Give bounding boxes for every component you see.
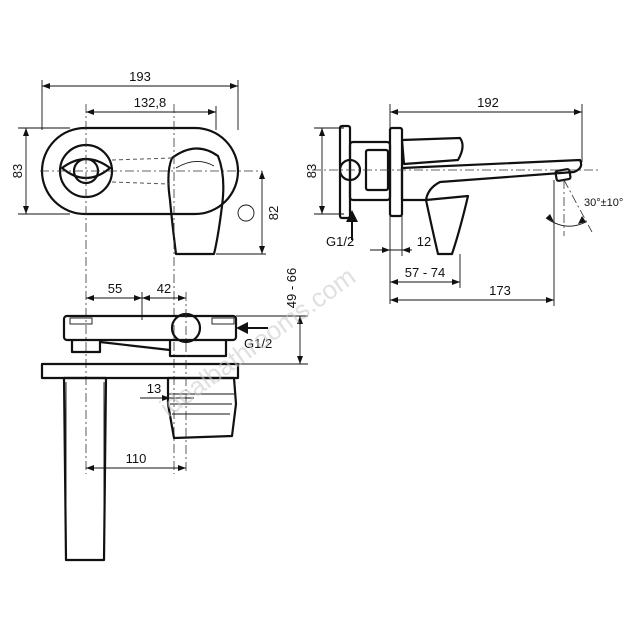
- top-cartridge: [166, 376, 238, 440]
- angle-arc: [545, 217, 587, 227]
- top-body-slot-left: [69, 317, 93, 325]
- g12-side-arrowhead: [346, 210, 358, 222]
- dim-110-label: 110: [126, 451, 147, 466]
- top-cartridge-band: [168, 393, 234, 415]
- side-wall-plate: [338, 124, 352, 220]
- dim-110-arrow-left: [86, 465, 94, 471]
- top-view: 55 42 49 - 66 G1/2 13 110: [40, 268, 308, 562]
- dim-12-label: 12: [417, 234, 431, 249]
- dim-42-arrow-left: [142, 295, 150, 301]
- side-spout: [400, 158, 583, 202]
- dim-4966-arrow-top: [297, 316, 303, 324]
- dim-13-arrow: [162, 395, 170, 401]
- top-wall-plate: [40, 362, 240, 380]
- angle-label: 30°±10°: [584, 197, 623, 209]
- dim-193-arrow-left: [42, 83, 50, 89]
- lever-ring-flange: [60, 157, 112, 180]
- dim-12-arrow-left: [382, 247, 390, 253]
- dim-42-arrow-right: [178, 295, 186, 301]
- top-body-box: [62, 314, 238, 342]
- dim-83-front-arrow-top: [23, 128, 29, 136]
- dim-1328-arrow-left: [86, 109, 94, 115]
- front-hidden-connector: [111, 157, 173, 185]
- side-view: 192 83 G1/2 12 57 - 74 173: [304, 95, 623, 306]
- dim-5774-arrow-left: [390, 279, 398, 285]
- dim-5774-label: 57 - 74: [405, 265, 445, 280]
- dim-13-label: 13: [147, 381, 161, 396]
- front-spout-body: [167, 147, 225, 256]
- dim-83-side-arrow-bottom: [319, 206, 325, 214]
- dim-4966-label: 49 - 66: [284, 268, 299, 308]
- top-stem-neck: [99, 340, 171, 352]
- angle-flow-line: [563, 179, 593, 233]
- dim-83-front-label: 83: [10, 164, 25, 178]
- front-view: 193 132,8 83 82: [10, 69, 281, 474]
- dim-193-arrow-right: [230, 83, 238, 89]
- dim-83-front-arrow-bottom: [23, 206, 29, 214]
- dim-55-label: 55: [108, 281, 122, 296]
- dim-4966-arrow-bottom: [297, 356, 303, 364]
- dim-42-label: 42: [157, 281, 171, 296]
- dim-192-arrow-left: [390, 109, 398, 115]
- dim-82-label: 82: [266, 206, 281, 220]
- dim-1328-arrow-right: [208, 109, 216, 115]
- g12-top-arrowhead: [236, 322, 248, 334]
- top-body-slot-right: [211, 317, 235, 325]
- top-stem-right: [168, 340, 228, 358]
- g12-side-label: G1/2: [326, 234, 354, 249]
- angle-arrow-right: [578, 216, 586, 224]
- dim-55-arrow-left: [86, 295, 94, 301]
- top-stem-left: [70, 340, 102, 354]
- dim-12-arrow-right: [402, 247, 410, 253]
- side-front-plate: [388, 126, 404, 218]
- front-spout-inner: [175, 161, 215, 169]
- side-handle-down: [424, 194, 470, 256]
- angle-arrow-left: [546, 214, 554, 222]
- side-aerator: [554, 168, 572, 182]
- dim-110-arrow-right: [178, 465, 186, 471]
- dim-82-arrow-top: [259, 171, 265, 179]
- dim-173-arrow-right: [546, 297, 554, 303]
- dim-192-arrow-right: [574, 109, 582, 115]
- dim-1328-label: 132,8: [134, 95, 167, 110]
- dim-173-label: 173: [489, 283, 511, 298]
- dim-173-arrow-left: [390, 297, 398, 303]
- dim-83-side-label: 83: [304, 164, 319, 178]
- dim-55-arrow-right: [134, 295, 142, 301]
- dim-83-side-arrow-top: [319, 128, 325, 136]
- dim-5774-arrow-right: [452, 279, 460, 285]
- front-aerator-circle: [237, 204, 255, 222]
- g12-top-label: G1/2: [244, 336, 272, 351]
- top-spout: [62, 376, 108, 562]
- dim-192-label: 192: [477, 95, 499, 110]
- dim-82-arrow-bottom: [259, 246, 265, 254]
- dim-193-label: 193: [129, 69, 151, 84]
- side-lever: [400, 136, 464, 166]
- front-wall-plate: [40, 126, 240, 216]
